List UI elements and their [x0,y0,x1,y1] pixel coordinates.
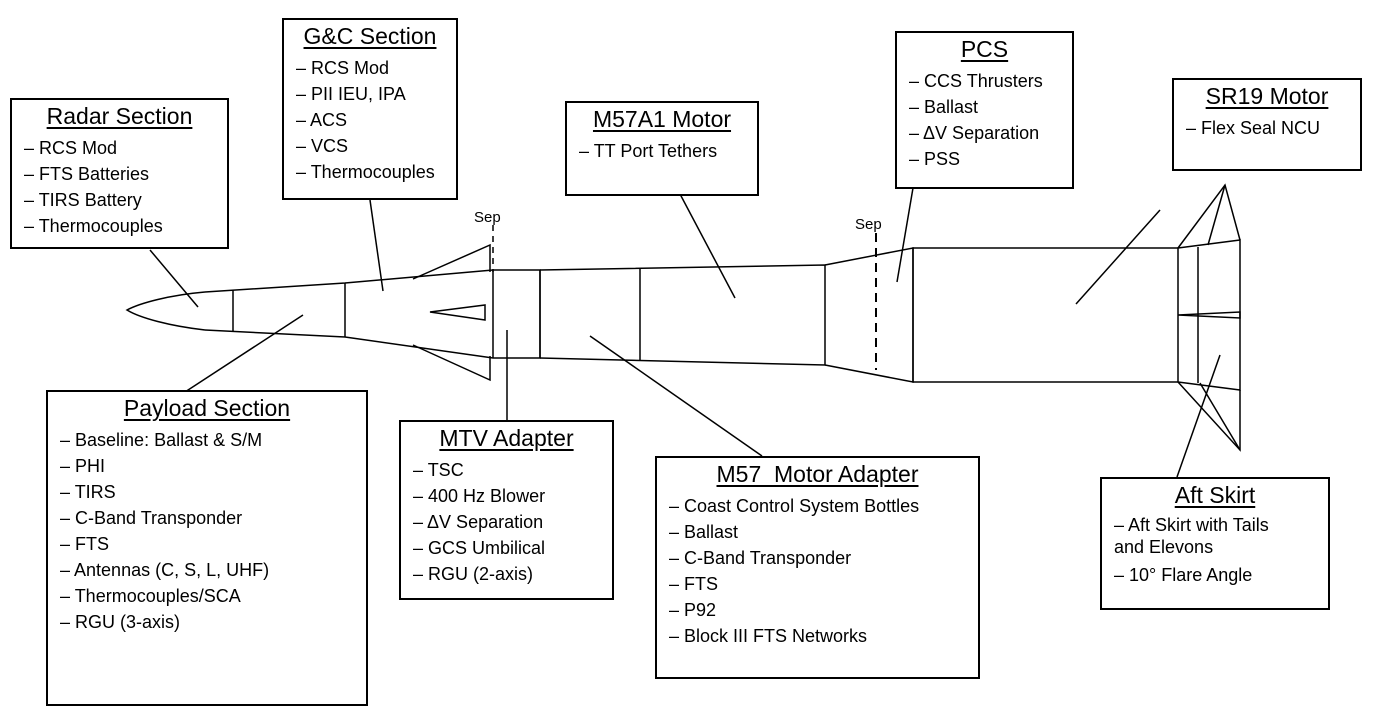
list-item: ΔV Separation [413,509,612,535]
m57-motor-adapter-box: M57 Motor Adapter Coast Control System B… [655,456,980,679]
list-item: Thermocouples [24,213,227,239]
leader-pcs [896,187,914,283]
nose-cone [125,291,206,331]
sep-label-forward: Sep [474,209,501,226]
list-item: 10° Flare Angle [1114,562,1328,588]
mtv-adapter-title: MTV Adapter [439,425,574,451]
list-item: P92 [669,597,978,623]
list-item: FTS [669,571,978,597]
elevon [1177,311,1241,319]
gc-section-title: G&C Section [303,23,437,49]
list-item: Coast Control System Bottles [669,493,978,519]
list-item: PII IEU, IPA [296,81,456,107]
list-item: ACS [296,107,456,133]
upper-fin [412,243,491,280]
leader-payload [184,314,304,393]
side-slot [429,304,486,321]
lower-fin [412,344,491,382]
lower-tail [1177,381,1241,452]
list-item: TIRS [60,479,366,505]
leader-radar [149,249,199,308]
list-item: CCS Thrusters [909,68,1072,94]
leader-m57 [589,335,763,457]
sr19-body [912,247,1179,383]
aft-skirt-box: Aft Skirt Aft Skirt with Tails and Elevo… [1100,477,1330,610]
list-item: RGU (3-axis) [60,609,366,635]
list-item: RGU (2-axis) [413,561,612,587]
list-item: RCS Mod [24,135,227,161]
m57-adapter [539,264,826,366]
list-item: TSC [413,457,612,483]
list-item: GCS Umbilical [413,535,612,561]
list-item: Antennas (C, S, L, UHF) [60,557,366,583]
payload-section-title: Payload Section [123,395,291,421]
m57-motor-adapter-title: M57 Motor Adapter [716,461,919,487]
list-item: PHI [60,453,366,479]
list-item: Flex Seal NCU [1186,115,1360,141]
list-item: Aft Skirt with Tails and Elevons [1114,514,1299,558]
m57a1-motor-box: M57A1 Motor TT Port Tethers [565,101,759,196]
leader-sr19 [1075,209,1161,305]
gc-section-box: G&C Section RCS Mod PII IEU, IPA ACS VCS… [282,18,458,200]
list-item: FTS [60,531,366,557]
list-item: C-Band Transponder [60,505,366,531]
list-item: Ballast [909,94,1072,120]
sr19-motor-box: SR19 Motor Flex Seal NCU [1172,78,1362,171]
leader-m57a1 [679,193,736,299]
list-item: TIRS Battery [24,187,227,213]
list-item: ΔV Separation [909,120,1072,146]
aft-skirt-title: Aft Skirt [1174,482,1256,508]
list-item: RCS Mod [296,55,456,81]
list-item: TT Port Tethers [579,138,757,164]
upper-tail [1177,183,1241,249]
leader-gc [369,199,384,292]
leader-aft [1176,354,1221,478]
forward-body [204,269,541,359]
sr19-motor-title: SR19 Motor [1205,83,1329,109]
list-item: Block III FTS Networks [669,623,978,649]
list-item: VCS [296,133,456,159]
list-item: Ballast [669,519,978,545]
radar-section-title: Radar Section [46,103,193,129]
sep-label-aft: Sep [855,216,882,233]
radar-section-box: Radar Section RCS Mod FTS Batteries TIRS… [10,98,229,249]
payload-section-box: Payload Section Baseline: Ballast & S/M … [46,390,368,706]
pcs-title: PCS [960,36,1009,62]
list-item: Thermocouples [296,159,456,185]
mtv-adapter-box: MTV Adapter TSC 400 Hz Blower ΔV Separat… [399,420,614,600]
pcs-box: PCS CCS Thrusters Ballast ΔV Separation … [895,31,1074,189]
list-item: 400 Hz Blower [413,483,612,509]
list-item: PSS [909,146,1072,172]
list-item: Baseline: Ballast & S/M [60,427,366,453]
m57a1-motor-title: M57A1 Motor [592,106,732,132]
list-item: FTS Batteries [24,161,227,187]
list-item: Thermocouples/SCA [60,583,366,609]
list-item: C-Band Transponder [669,545,978,571]
